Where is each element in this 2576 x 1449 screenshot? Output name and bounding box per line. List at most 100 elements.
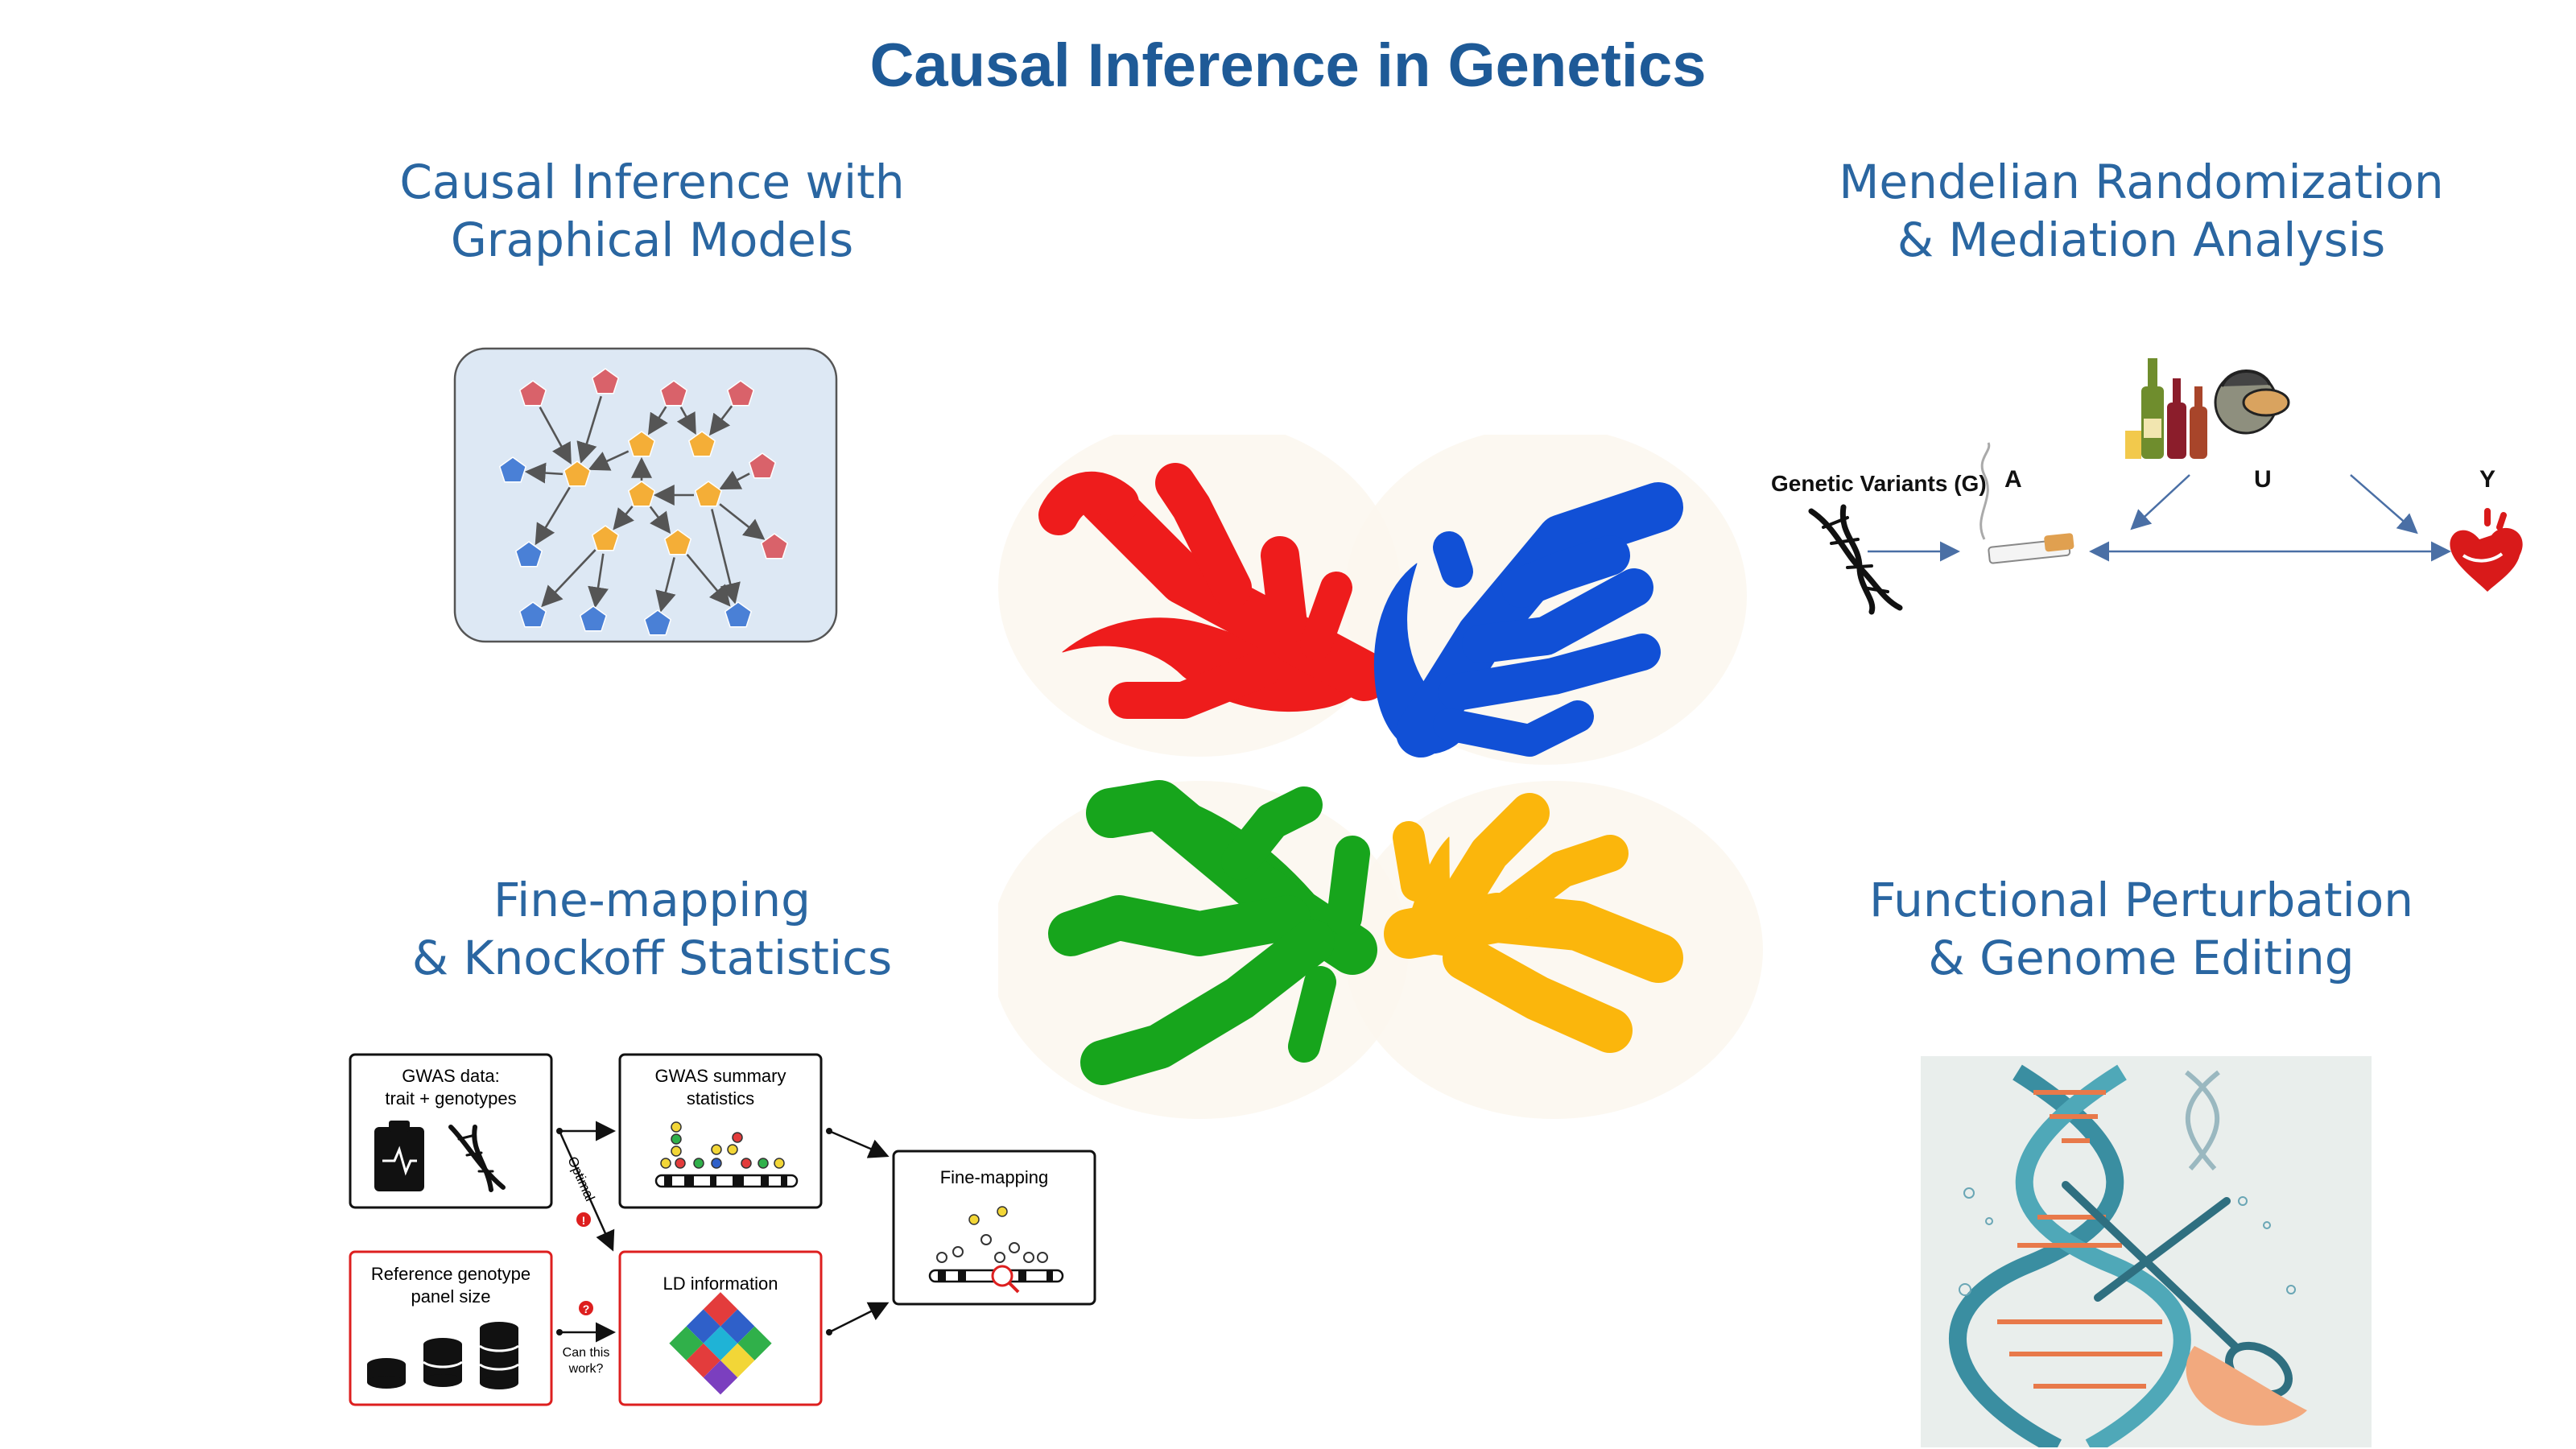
gwas-data-line1: GWAS data: [402, 1066, 499, 1086]
genetic-variants-label: Genetic Variants (G) [1771, 471, 1987, 496]
question-icon [579, 1301, 593, 1315]
dna-icon [448, 1125, 506, 1192]
wine-bottles-icon [2125, 358, 2207, 459]
causal-graph-panel [453, 347, 838, 643]
reference-line2: panel size [411, 1286, 490, 1307]
clipboard-icon [374, 1121, 424, 1191]
graph-node [659, 380, 688, 407]
blue-leaf [1374, 482, 1683, 758]
leaf-artwork [998, 435, 1763, 1119]
gwas-summary-line2: statistics [687, 1088, 754, 1108]
graph-edge [676, 407, 696, 436]
alert-mark: ! [582, 1214, 586, 1227]
page-title: Causal Inference in Genetics [869, 31, 1707, 100]
graph-edge [539, 407, 572, 465]
heart-icon [2450, 508, 2523, 592]
graph-edge [576, 395, 603, 464]
small-dna-icon [2185, 1070, 2220, 1171]
graph-node [643, 609, 672, 636]
graph-node [724, 601, 753, 628]
graph-edge [524, 462, 564, 484]
section-title-line: & Genome Editing [1928, 931, 2355, 985]
graph-node [579, 605, 608, 632]
drinker-icon [2214, 369, 2290, 435]
chromosome-bar [654, 1174, 799, 1188]
section-title-line: & Mediation Analysis [1897, 213, 2386, 267]
dna-helix [1949, 1064, 2191, 1447]
graph-edge [711, 509, 741, 605]
section-title-line: Causal Inference with [399, 155, 905, 209]
ld-information-box: LD information [618, 1250, 823, 1406]
arrow-u-to-y [2350, 474, 2418, 535]
graph-edge [588, 450, 630, 471]
graph-edge [719, 503, 766, 540]
bubbles [1959, 1187, 2296, 1296]
can-this-line2: work? [568, 1362, 604, 1376]
yellow-leaf [1384, 793, 1683, 1053]
section-title-line: Functional Perturbation [1868, 873, 2414, 927]
graph-node [760, 533, 789, 559]
section-title-mendelian-randomization: Mendelian Randomization & Mediation Anal… [1787, 153, 2496, 269]
illustration-background [1921, 1056, 2372, 1447]
scissors-icon [2062, 1181, 2293, 1399]
section-title-line: Fine-mapping [493, 873, 811, 927]
graph-edge [708, 405, 733, 436]
section-title-line: Graphical Models [450, 213, 854, 267]
section-title-line: Mendelian Randomization [1839, 155, 2444, 209]
graph-node [498, 456, 527, 483]
alert-icon [576, 1212, 591, 1227]
confounder-label: U [2254, 466, 2272, 493]
graph-edge [655, 557, 676, 613]
magnifier-icon [991, 1265, 1020, 1294]
outcome-label: Y [2479, 466, 2496, 493]
fine-mapping-flowchart: GWAS data: trait + genotypes GWAS summar… [349, 1053, 1096, 1406]
arrow-u-to-a [2130, 474, 2190, 530]
graph-nodes [498, 368, 789, 636]
section-title-graphical-models: Causal Inference with Graphical Models [362, 153, 942, 269]
red-leaf [1038, 463, 1389, 719]
graph-edge [535, 486, 571, 546]
question-mark: ? [583, 1302, 590, 1315]
graph-edge [588, 553, 609, 609]
section-title-fine-mapping: Fine-mapping & Knockoff Statistics [338, 871, 966, 987]
cigarette-icon [1979, 442, 2074, 564]
green-leaf [1048, 780, 1377, 1085]
graph-edge [719, 470, 750, 490]
fine-mapping-box: Fine-mapping [892, 1150, 1096, 1306]
database-icon [367, 1322, 519, 1389]
gwas-data-box: GWAS data: trait + genotypes [349, 1053, 553, 1209]
graph-edge [686, 553, 731, 607]
dna-icon [1808, 504, 1903, 615]
graph-edge [647, 406, 668, 436]
graph-node [627, 481, 656, 507]
reference-line1: Reference genotype [371, 1264, 530, 1284]
graph-node [518, 380, 547, 407]
optimal-label: Optimal [564, 1154, 597, 1203]
can-this-line1: Can this [563, 1346, 610, 1360]
graph-node [663, 529, 692, 555]
reference-genotype-box: Reference genotype panel size [349, 1250, 553, 1406]
graph-edge [541, 549, 597, 608]
graph-node [591, 368, 620, 394]
manhattan-dots [660, 1121, 785, 1169]
hand-icon [2186, 1346, 2307, 1426]
section-title-line: & Knockoff Statistics [411, 931, 893, 985]
gwas-data-line2: trait + genotypes [385, 1088, 516, 1108]
graph-node [514, 541, 543, 568]
graph-node [694, 481, 723, 507]
mendelian-randomization-diagram: Genetic Variants (G) A U Y [1771, 358, 2523, 615]
graph-node [748, 452, 777, 479]
section-title-functional-perturbation: Functional Perturbation & Genome Editing [1787, 871, 2496, 987]
graph-node [687, 431, 716, 457]
gwas-summary-line1: GWAS summary [655, 1066, 786, 1086]
ld-information-label: LD information [663, 1274, 778, 1294]
exposure-label: A [2004, 466, 2022, 493]
graph-node [591, 525, 620, 551]
gwas-summary-box: GWAS summary statistics [618, 1053, 823, 1209]
fine-mapping-label: Fine-mapping [940, 1167, 1049, 1187]
graph-edge [649, 506, 671, 535]
graph-node [627, 431, 656, 457]
graph-node [518, 601, 547, 628]
graph-node [563, 460, 592, 487]
graph-node [726, 380, 755, 407]
